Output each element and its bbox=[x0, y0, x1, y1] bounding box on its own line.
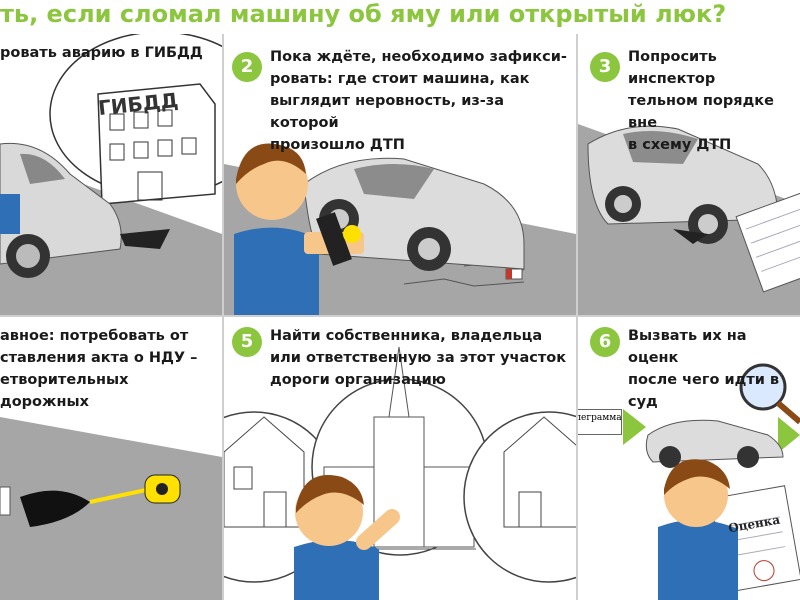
step-5-illustration bbox=[224, 346, 576, 600]
step-panel-6: 6 Вызвать их на оценк после чего идти в … bbox=[578, 317, 800, 600]
telegram-label: Телеграмма bbox=[578, 413, 622, 423]
step-2-illustration bbox=[224, 143, 576, 315]
step-number-badge: 6 bbox=[590, 327, 620, 357]
grid-divider bbox=[222, 34, 224, 600]
grid-divider bbox=[0, 315, 800, 317]
step-panel-2: 2 Пока ждёте, необходимо зафикси- ровать… bbox=[224, 34, 576, 315]
step-panel-1: ровать аварию в ГИБДД ГИБДД bbox=[0, 34, 222, 315]
step-6-illustration bbox=[623, 363, 800, 600]
grid-divider bbox=[576, 34, 578, 600]
step-text: авное: потребовать от ставления акта о Н… bbox=[0, 328, 198, 410]
telegram-card: Телеграмма bbox=[578, 409, 622, 435]
page-title: ть, если сломал машину об яму или открыт… bbox=[0, 0, 727, 28]
step-number-badge: 2 bbox=[232, 52, 262, 82]
step-panel-4: авное: потребовать от ставления акта о Н… bbox=[0, 317, 222, 600]
step-4-illustration bbox=[0, 417, 222, 600]
step-text: Вызвать их на оценк после чего идти в су… bbox=[628, 328, 780, 410]
step-text: Попросить инспектор тельном порядке вне … bbox=[628, 49, 774, 153]
step-panel-5: 5 Найти собственника, владельца или отве… bbox=[224, 317, 576, 600]
step-text: ровать аварию в ГИБДД bbox=[0, 45, 203, 61]
step-number-badge: 3 bbox=[590, 52, 620, 82]
step-text: Найти собственника, владельца или ответс… bbox=[270, 328, 567, 388]
step-text: Пока ждёте, необходимо зафикси- ровать: … bbox=[270, 49, 567, 153]
step-1-illustration bbox=[0, 34, 222, 315]
step-number-badge: 5 bbox=[232, 327, 262, 357]
step-3-illustration bbox=[578, 124, 800, 315]
step-panel-3: 3 Попросить инспектор тельном порядке вн… bbox=[578, 34, 800, 315]
